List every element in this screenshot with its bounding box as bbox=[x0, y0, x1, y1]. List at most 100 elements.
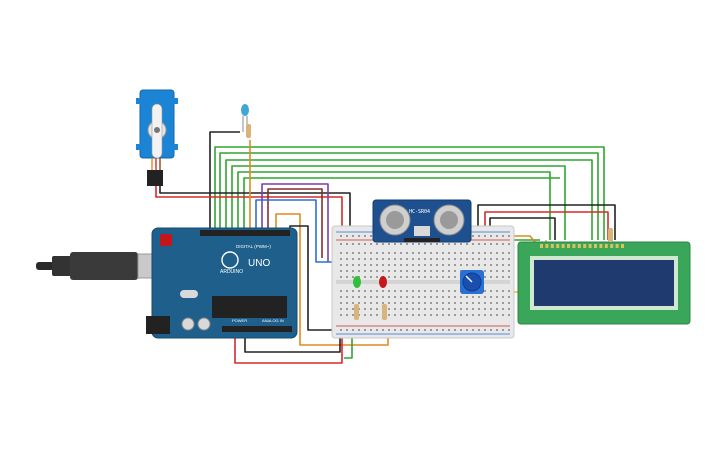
breadboard-hole bbox=[496, 296, 498, 298]
breadboard-hole bbox=[340, 314, 342, 316]
breadboard-hole bbox=[454, 270, 456, 272]
breadboard-hole bbox=[448, 258, 450, 260]
breadboard-hole bbox=[412, 302, 414, 304]
breadboard-hole bbox=[442, 252, 444, 254]
breadboard-hole bbox=[346, 290, 348, 292]
breadboard-hole bbox=[454, 302, 456, 304]
breadboard-hole bbox=[364, 314, 366, 316]
breadboard-hole bbox=[472, 302, 474, 304]
breadboard-hole bbox=[442, 302, 444, 304]
breadboard-hole bbox=[436, 290, 438, 292]
breadboard-hole bbox=[418, 329, 420, 331]
breadboard-hole bbox=[430, 270, 432, 272]
breadboard-hole bbox=[376, 258, 378, 260]
breadboard-hole bbox=[388, 252, 390, 254]
lcd-pin bbox=[572, 244, 576, 248]
reset-button[interactable] bbox=[160, 234, 172, 246]
breadboard-hole bbox=[466, 258, 468, 260]
breadboard-hole bbox=[424, 243, 426, 245]
breadboard-hole bbox=[352, 252, 354, 254]
wire-green-6 bbox=[243, 177, 560, 232]
breadboard-hole bbox=[502, 329, 504, 331]
breadboard-hole bbox=[424, 290, 426, 292]
breadboard-hole bbox=[502, 235, 504, 237]
breadboard-hole bbox=[412, 329, 414, 331]
lcd-pin bbox=[583, 244, 587, 248]
breadboard-hole bbox=[502, 270, 504, 272]
breadboard-hole bbox=[490, 270, 492, 272]
breadboard-hole bbox=[370, 314, 372, 316]
breadboard-hole bbox=[466, 302, 468, 304]
potentiometer[interactable] bbox=[460, 270, 484, 294]
resistor-led-blue bbox=[246, 124, 251, 138]
led-red[interactable] bbox=[379, 276, 387, 320]
breadboard-hole bbox=[370, 276, 372, 278]
breadboard-hole bbox=[442, 290, 444, 292]
breadboard-hole bbox=[460, 252, 462, 254]
breadboard-hole bbox=[460, 329, 462, 331]
breadboard-hole bbox=[340, 296, 342, 298]
breadboard-hole bbox=[412, 308, 414, 310]
breadboard-hole bbox=[352, 296, 354, 298]
breadboard-hole bbox=[406, 270, 408, 272]
breadboard-hole bbox=[400, 270, 402, 272]
breadboard-hole bbox=[442, 314, 444, 316]
servo-motor[interactable] bbox=[136, 89, 178, 186]
breadboard-hole bbox=[406, 329, 408, 331]
breadboard-hole bbox=[430, 264, 432, 266]
breadboard-hole bbox=[400, 258, 402, 260]
breadboard-hole bbox=[430, 276, 432, 278]
ultrasonic-sensor[interactable]: HC-SR04 bbox=[372, 199, 472, 243]
breadboard-hole bbox=[388, 302, 390, 304]
breadboard-hole bbox=[466, 296, 468, 298]
lcd-pin bbox=[604, 244, 608, 248]
breadboard-hole bbox=[364, 270, 366, 272]
led-green[interactable] bbox=[353, 276, 361, 320]
analog-header-label: ANALOG IN bbox=[262, 318, 284, 323]
breadboard-hole bbox=[484, 235, 486, 237]
breadboard-hole bbox=[484, 252, 486, 254]
breadboard-hole bbox=[484, 264, 486, 266]
breadboard-hole bbox=[496, 276, 498, 278]
breadboard-hole bbox=[346, 329, 348, 331]
breadboard-hole bbox=[388, 296, 390, 298]
breadboard-hole bbox=[418, 258, 420, 260]
breadboard-hole bbox=[376, 243, 378, 245]
wire-red-lcd bbox=[484, 211, 609, 240]
breadboard-hole bbox=[358, 258, 360, 260]
breadboard-hole bbox=[370, 329, 372, 331]
digital-header-label: DIGITAL (PWM~) bbox=[236, 244, 271, 249]
breadboard-hole bbox=[466, 243, 468, 245]
breadboard-hole bbox=[454, 314, 456, 316]
lcd-pin bbox=[610, 244, 614, 248]
wire-orange-loop bbox=[275, 213, 389, 346]
breadboard-hole bbox=[364, 235, 366, 237]
breadboard-hole bbox=[454, 243, 456, 245]
breadboard-hole bbox=[436, 308, 438, 310]
breadboard-hole bbox=[490, 329, 492, 331]
led-blue[interactable] bbox=[241, 104, 251, 138]
lcd-pin bbox=[550, 244, 554, 248]
breadboard-hole bbox=[424, 314, 426, 316]
lcd-display[interactable] bbox=[517, 228, 691, 325]
breadboard-hole bbox=[478, 258, 480, 260]
breadboard-hole bbox=[364, 329, 366, 331]
breadboard-hole bbox=[376, 329, 378, 331]
breadboard-hole bbox=[352, 302, 354, 304]
breadboard[interactable] bbox=[331, 225, 515, 339]
breadboard-hole bbox=[460, 243, 462, 245]
breadboard-hole bbox=[478, 302, 480, 304]
breadboard-hole bbox=[484, 258, 486, 260]
breadboard-hole bbox=[502, 308, 504, 310]
breadboard-hole bbox=[448, 270, 450, 272]
breadboard-hole bbox=[370, 264, 372, 266]
breadboard-hole bbox=[346, 243, 348, 245]
breadboard-hole bbox=[382, 290, 384, 292]
arduino-uno-board[interactable]: ARDUINO UNO DIGITAL (PWM~) POWER ANALOG … bbox=[146, 227, 298, 339]
breadboard-hole bbox=[346, 258, 348, 260]
breadboard-hole bbox=[412, 243, 414, 245]
breadboard-hole bbox=[406, 314, 408, 316]
breadboard-hole bbox=[340, 235, 342, 237]
breadboard-hole bbox=[502, 296, 504, 298]
breadboard-hole bbox=[472, 252, 474, 254]
